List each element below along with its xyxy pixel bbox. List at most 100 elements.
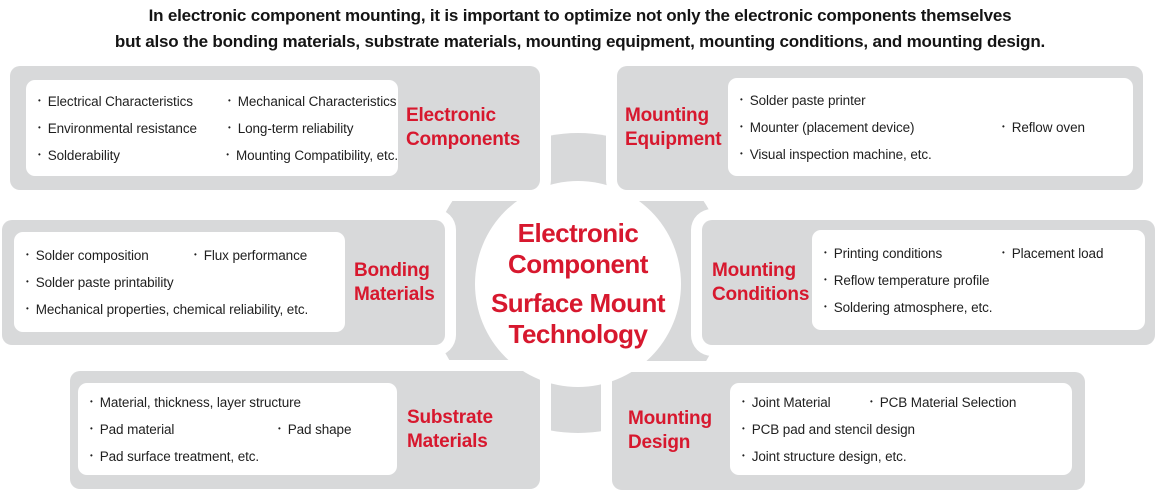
bullet-item: • Solderability <box>38 148 226 163</box>
bullet-text: Reflow temperature profile <box>833 272 990 288</box>
bullet-item: • Reflow temperature profile <box>824 272 990 288</box>
bullet-item: • Environmental resistance <box>38 121 228 136</box>
bullet-text: Pad shape <box>287 421 352 437</box>
block-bonding-materials: • Solder composition • Flux performance • Sol… <box>2 220 445 345</box>
block-electronic-components: • Electrical Characteristics • Mechanical C… <box>10 66 540 190</box>
bullet-item: • Mounting Compatibility, etc. <box>226 148 398 163</box>
bullet-item: • Pad material <box>90 422 278 437</box>
bullet-text: Solderability <box>47 147 120 163</box>
bullet-item: • Visual inspection machine, etc. <box>740 147 932 162</box>
bullet-text: Mounting Compatibility, etc. <box>235 147 398 163</box>
bullet-dot-icon: • <box>824 302 827 311</box>
bullet-item: • Placement load <box>1002 246 1103 261</box>
bullet-text: Solder composition <box>35 247 149 263</box>
bullet-dot-icon: • <box>1002 248 1005 257</box>
bullet-dot-icon: • <box>740 122 743 131</box>
bullet-item: • Solder paste printability <box>26 275 174 290</box>
bullet-dot-icon: • <box>278 424 281 433</box>
bullet-text: Pad surface treatment, etc. <box>99 448 260 464</box>
bullet-item: • Mounter (placement device) <box>740 120 1002 135</box>
bullet-item: • Mechanical Characteristics <box>228 93 397 109</box>
bullet-text: PCB Material Selection <box>879 394 1017 410</box>
bullet-item: • Pad shape <box>278 422 351 437</box>
bullet-text: PCB pad and stencil design <box>751 421 915 437</box>
bullet-dot-icon: • <box>228 96 231 105</box>
block-mounting-equipment: • Solder paste printer • Mounter (placement… <box>617 66 1143 190</box>
bullet-item: • Pad surface treatment, etc. <box>90 449 259 464</box>
bullet-dot-icon: • <box>870 397 873 406</box>
bullet-dot-icon: • <box>226 150 229 159</box>
bullet-dot-icon: • <box>38 123 41 132</box>
bullet-item: • PCB Material Selection <box>870 395 1016 410</box>
bullet-item: • Solder composition <box>26 248 194 263</box>
bullet-item: • Printing conditions <box>824 246 1002 261</box>
bullet-text: Solder paste printability <box>35 274 174 290</box>
bullet-text: Solder paste printer <box>749 92 866 108</box>
bullet-dot-icon: • <box>228 123 231 132</box>
bullet-text: Pad material <box>99 421 175 437</box>
bonding-materials-list: • Solder composition • Flux performance • Sol… <box>14 232 345 332</box>
bullet-text: Mechanical properties, chemical reliabil… <box>35 301 309 317</box>
block-mounting-conditions: • Printing conditions • Placement load • Refl… <box>702 220 1155 345</box>
bullet-dot-icon: • <box>742 424 745 433</box>
block-substrate-materials: • Material, thickness, layer structure • Pa… <box>70 371 540 489</box>
bullet-dot-icon: • <box>90 397 93 406</box>
bullet-item: • Joint Material <box>742 395 870 410</box>
bullet-text: Reflow oven <box>1011 119 1085 135</box>
bullet-text: Electrical Characteristics <box>47 93 193 109</box>
bullet-dot-icon: • <box>38 96 41 105</box>
bullet-text: Printing conditions <box>833 245 943 261</box>
bullet-dot-icon: • <box>26 304 29 313</box>
mounting-conditions-list: • Printing conditions • Placement load • Refl… <box>812 230 1145 330</box>
bullet-dot-icon: • <box>38 150 41 159</box>
page-title: In electronic component mounting, it is … <box>0 3 1160 55</box>
bullet-dot-icon: • <box>740 149 743 158</box>
bullet-item: • Solder paste printer <box>740 93 866 108</box>
bullet-item: • Joint structure design, etc. <box>742 448 907 464</box>
bullet-dot-icon: • <box>26 277 29 286</box>
bullet-dot-icon: • <box>824 248 827 257</box>
bullet-item: • Long-term reliability <box>228 120 354 136</box>
bullet-item: • Mechanical properties, chemical reliabi… <box>26 302 308 317</box>
bullet-dot-icon: • <box>194 250 197 259</box>
substrate-materials-list: • Material, thickness, layer structure • Pa… <box>78 383 397 475</box>
bullet-text: Mechanical Characteristics <box>237 93 397 109</box>
bullet-text: Flux performance <box>203 247 308 263</box>
bullet-text: Joint Material <box>751 394 831 410</box>
electronic-components-list: • Electrical Characteristics • Mechanical C… <box>26 80 398 176</box>
bullet-dot-icon: • <box>26 250 29 259</box>
bullet-dot-icon: • <box>824 275 827 284</box>
page-title-line1: In electronic component mounting, it is … <box>148 6 1012 25</box>
mounting-equipment-list: • Solder paste printer • Mounter (placement… <box>728 78 1133 176</box>
bullet-dot-icon: • <box>90 451 93 460</box>
bullet-item: •Soldering atmosphere, etc. <box>824 300 993 315</box>
bullet-text: Environmental resistance <box>47 120 197 136</box>
mounting-design-list: • Joint Material • PCB Material Selection • P… <box>730 383 1072 475</box>
block-mounting-design: • Joint Material • PCB Material Selection • P… <box>612 372 1085 490</box>
bullet-text: Placement load <box>1011 245 1104 261</box>
bullet-text: Joint structure design, etc. <box>751 448 907 464</box>
bullet-dot-icon: • <box>740 95 743 104</box>
bullet-text: Visual inspection machine, etc. <box>749 146 932 162</box>
bullet-dot-icon: • <box>742 397 745 406</box>
bullet-dot-icon: • <box>1002 122 1005 131</box>
bullet-text: Material, thickness, layer structure <box>99 394 301 410</box>
bullet-text: Long-term reliability <box>237 120 354 136</box>
bullet-item: • Electrical Characteristics <box>38 94 228 109</box>
bullet-item: • Material, thickness, layer structure <box>90 395 301 410</box>
bullet-item: • Flux performance <box>194 248 307 263</box>
bullet-text: Mounter (placement device) <box>749 119 915 135</box>
bullet-dot-icon: • <box>742 451 745 460</box>
page-title-line2: but also the bonding materials, substrat… <box>114 32 1046 51</box>
bullet-item: • PCB pad and stencil design <box>742 422 915 437</box>
